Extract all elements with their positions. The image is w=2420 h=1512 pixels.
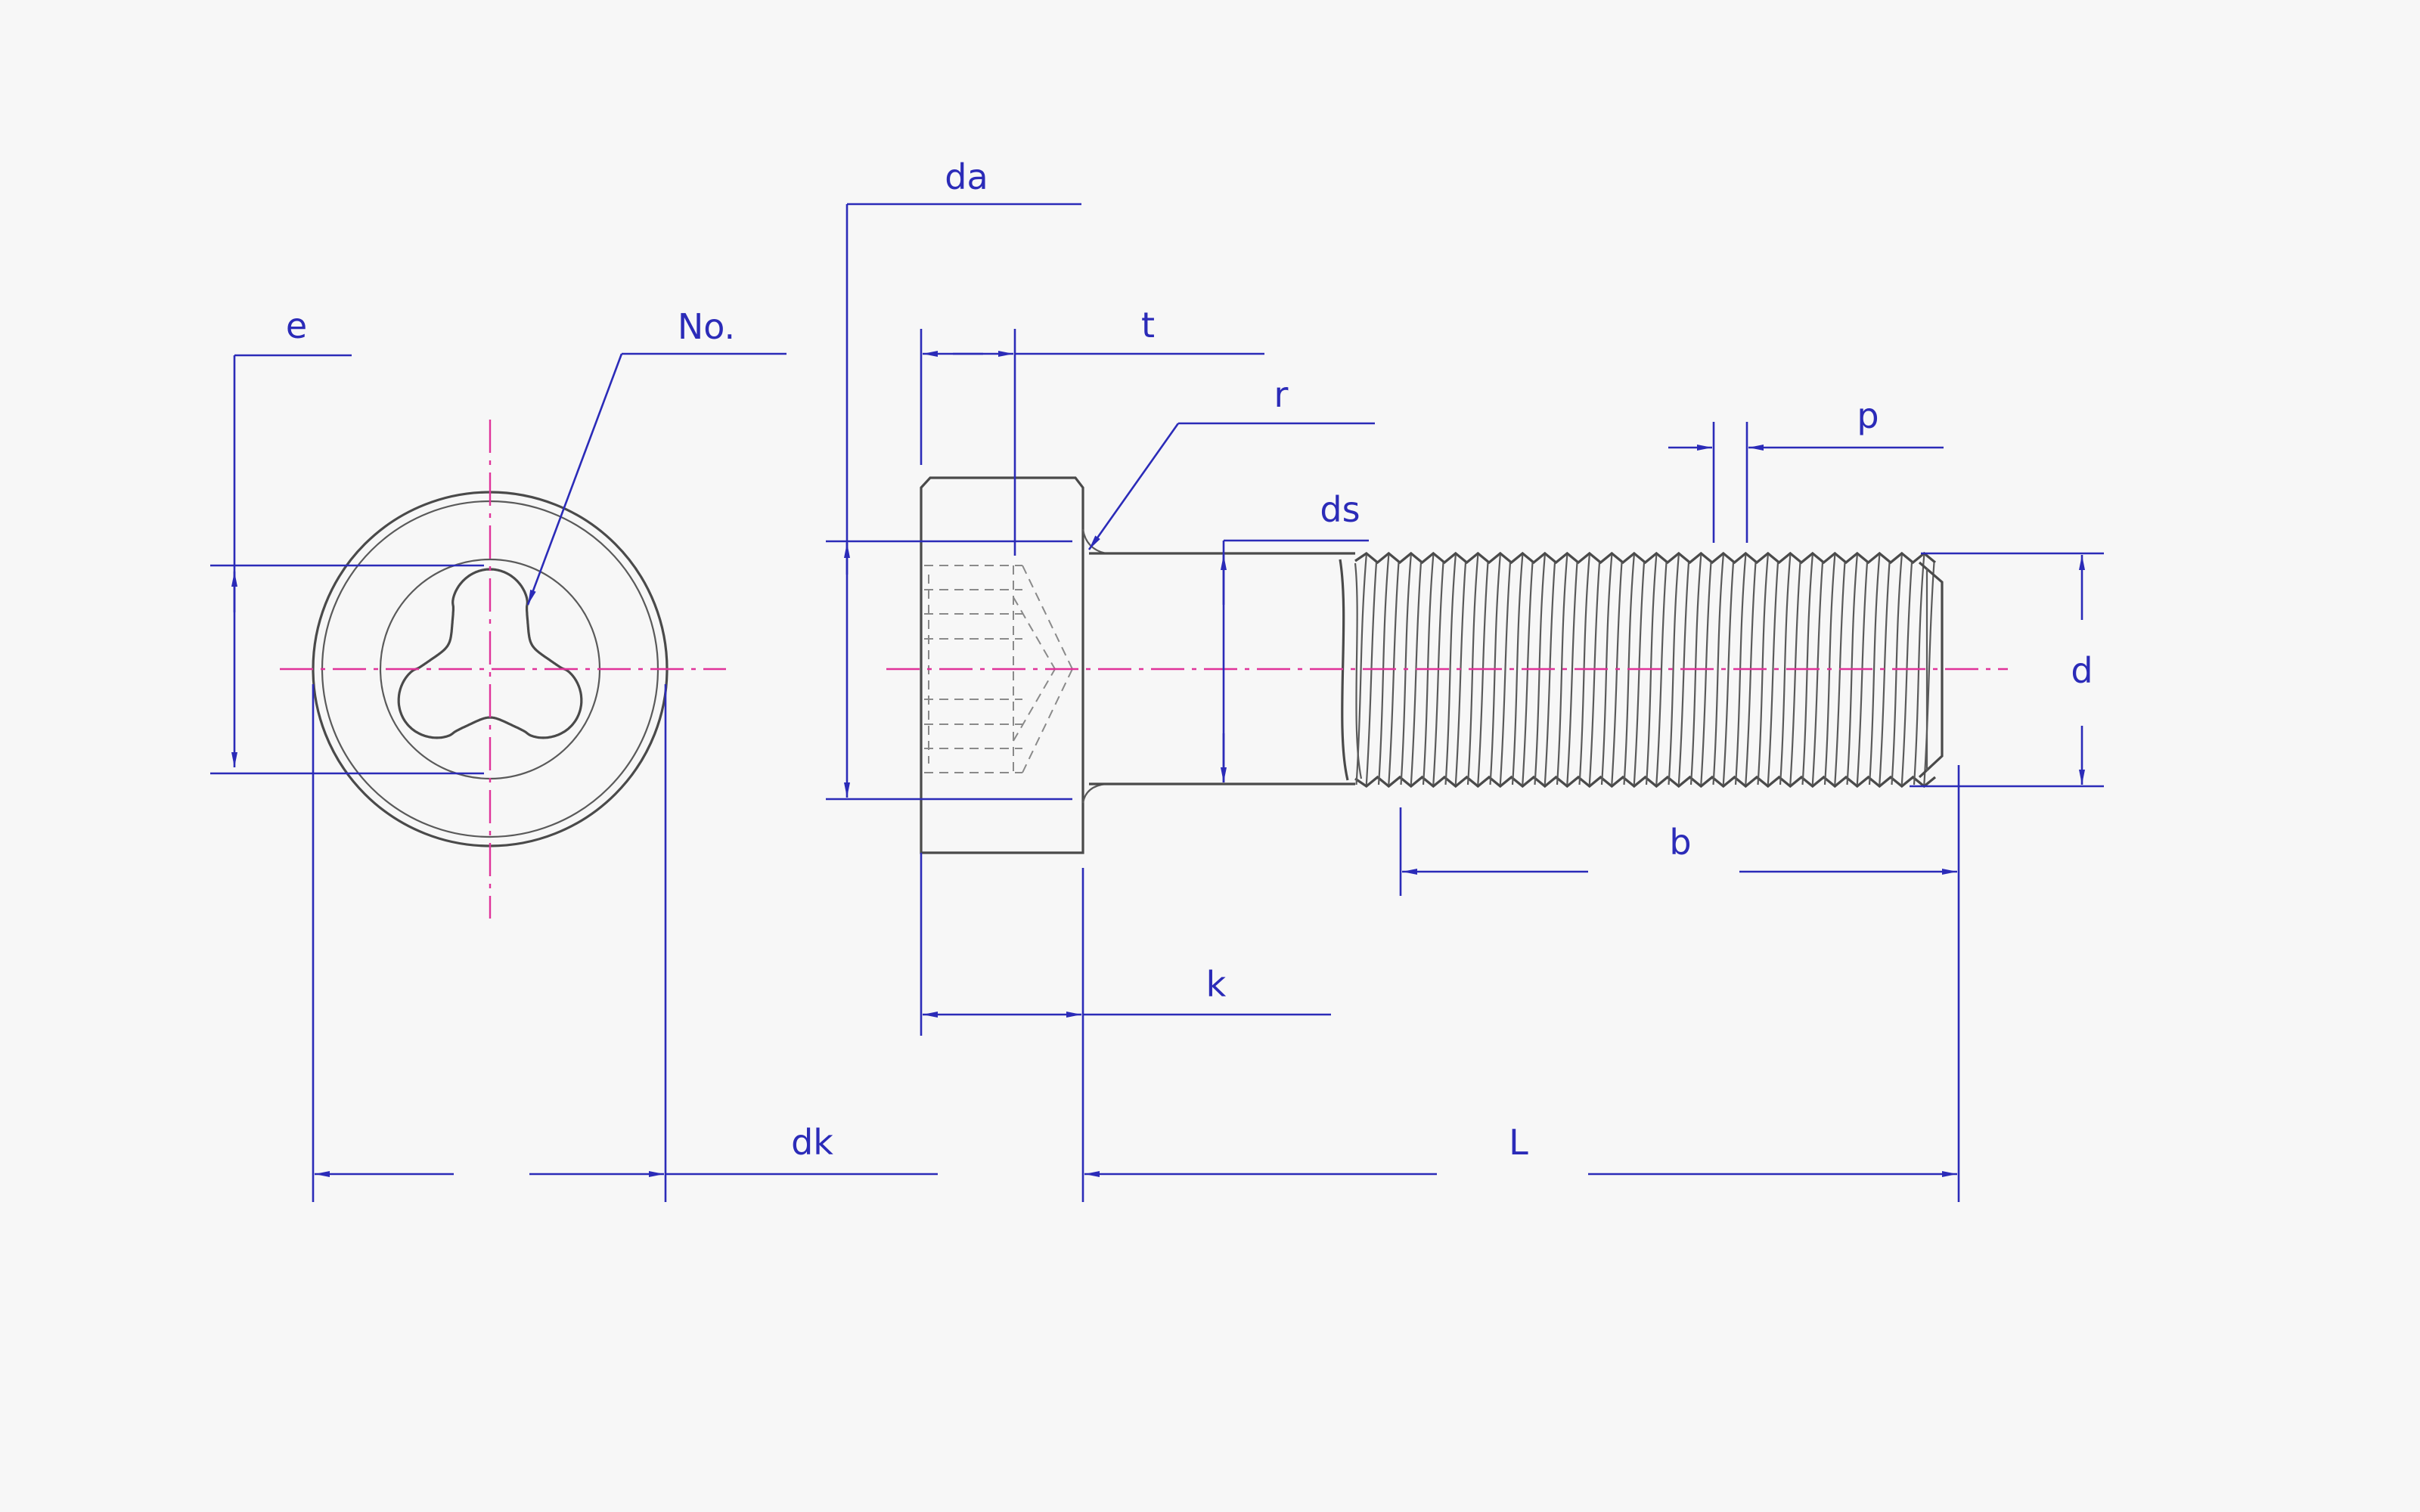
label-p: p [1857,395,1879,436]
screw-side-view [886,476,2008,854]
label-da: da [945,156,988,197]
label-t: t [1141,305,1155,345]
dimension-b: b [1399,765,1960,1202]
dimension-d: d [1910,552,2104,788]
dimension-e: e [210,305,484,775]
label-dk: dk [791,1122,833,1163]
label-e: e [286,305,307,346]
socket-hidden-lines [924,565,1073,773]
dimension-r: r [1087,374,1375,550]
dimension-k: k [920,853,1331,1202]
dimension-da: da [826,156,1081,801]
dimension-ds: ds [1221,489,1369,782]
label-no: No. [678,306,735,347]
label-r: r [1274,374,1289,415]
dimension-dk: dk [312,684,938,1202]
label-k: k [1206,964,1227,1005]
dimension-no: No. [526,306,786,606]
label-d: d [2071,650,2093,691]
dimension-p: p [1668,395,1944,543]
shank [1089,552,1355,785]
label-b: b [1669,822,1691,863]
head-profile [920,476,1084,854]
label-L: L [1509,1122,1528,1163]
label-ds: ds [1320,489,1360,530]
dimension-L: L [1084,1122,1957,1177]
dimension-t: t [920,305,1264,556]
head-front-view [280,420,726,919]
